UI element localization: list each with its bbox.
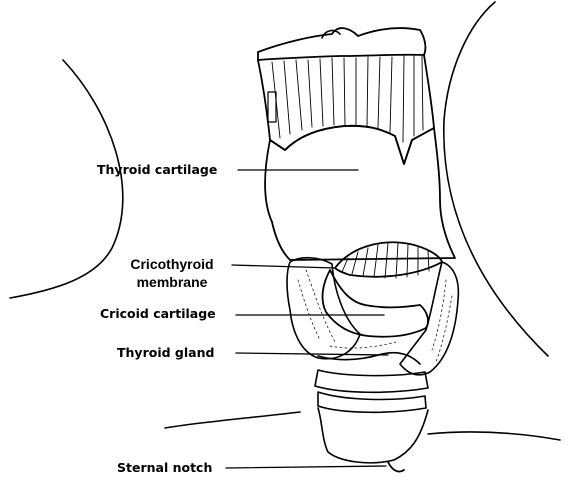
label-cricoid-cartilage: Cricoid cartilage [100,306,216,321]
label-thyroid-gland: Thyroid gland [117,345,214,360]
label-thyroid-cartilage: Thyroid cartilage [97,162,217,177]
leader-sternal-notch [226,466,386,468]
thyroid-gland-right-lobe [400,262,458,375]
label-cricothyroid-membrane: Cricothyroid membrane [106,255,238,291]
hyoid-bone [258,28,425,60]
left-collarbone-contour [165,412,300,428]
right-collarbone-contour [428,432,560,440]
thyrohyoid-membrane-striations [272,56,423,142]
thyroid-cartilage-outline [265,126,455,260]
trachea-ring-1 [315,370,428,392]
lower-trachea [318,408,428,463]
cricoid-cartilage-outline [323,270,428,337]
sternal-notch-mark [388,462,404,472]
label-sternal-notch: Sternal notch [117,460,212,475]
leader-cricothyroid-membrane [232,265,335,268]
right-neck-contour [444,2,548,356]
hyoid-side-tab [268,92,276,122]
trachea-ring-2 [318,392,426,412]
